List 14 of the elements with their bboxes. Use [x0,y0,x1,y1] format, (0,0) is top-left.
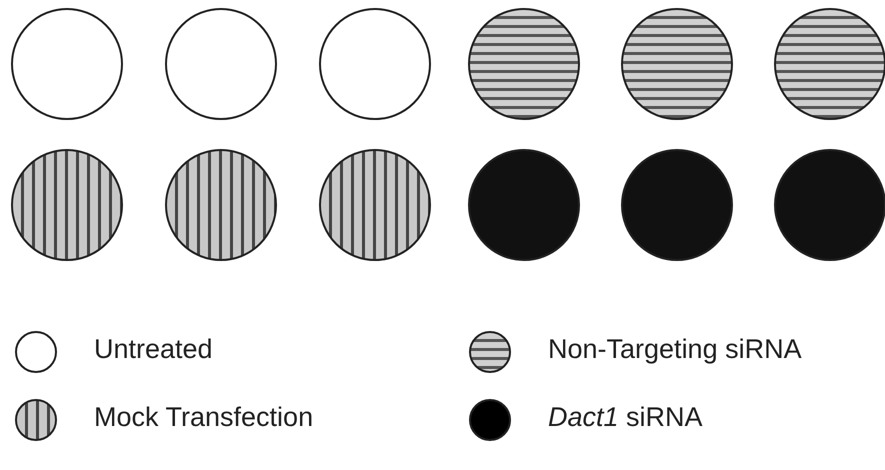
legend-label: Mock Transfection [94,402,314,433]
legend-label: Non-Targeting siRNA [548,334,802,365]
well-circle [468,149,580,261]
well-circle [468,8,580,120]
well-circle [11,149,123,261]
legend-label: Untreated [94,334,213,365]
legend-label: Dact1 siRNA [548,402,703,433]
well-circle [621,149,733,261]
well-circle [165,8,277,120]
well-circle [319,149,431,261]
well-circle [165,149,277,261]
well-circle [621,8,733,120]
well-circle [319,8,431,120]
well-circle [11,8,123,120]
